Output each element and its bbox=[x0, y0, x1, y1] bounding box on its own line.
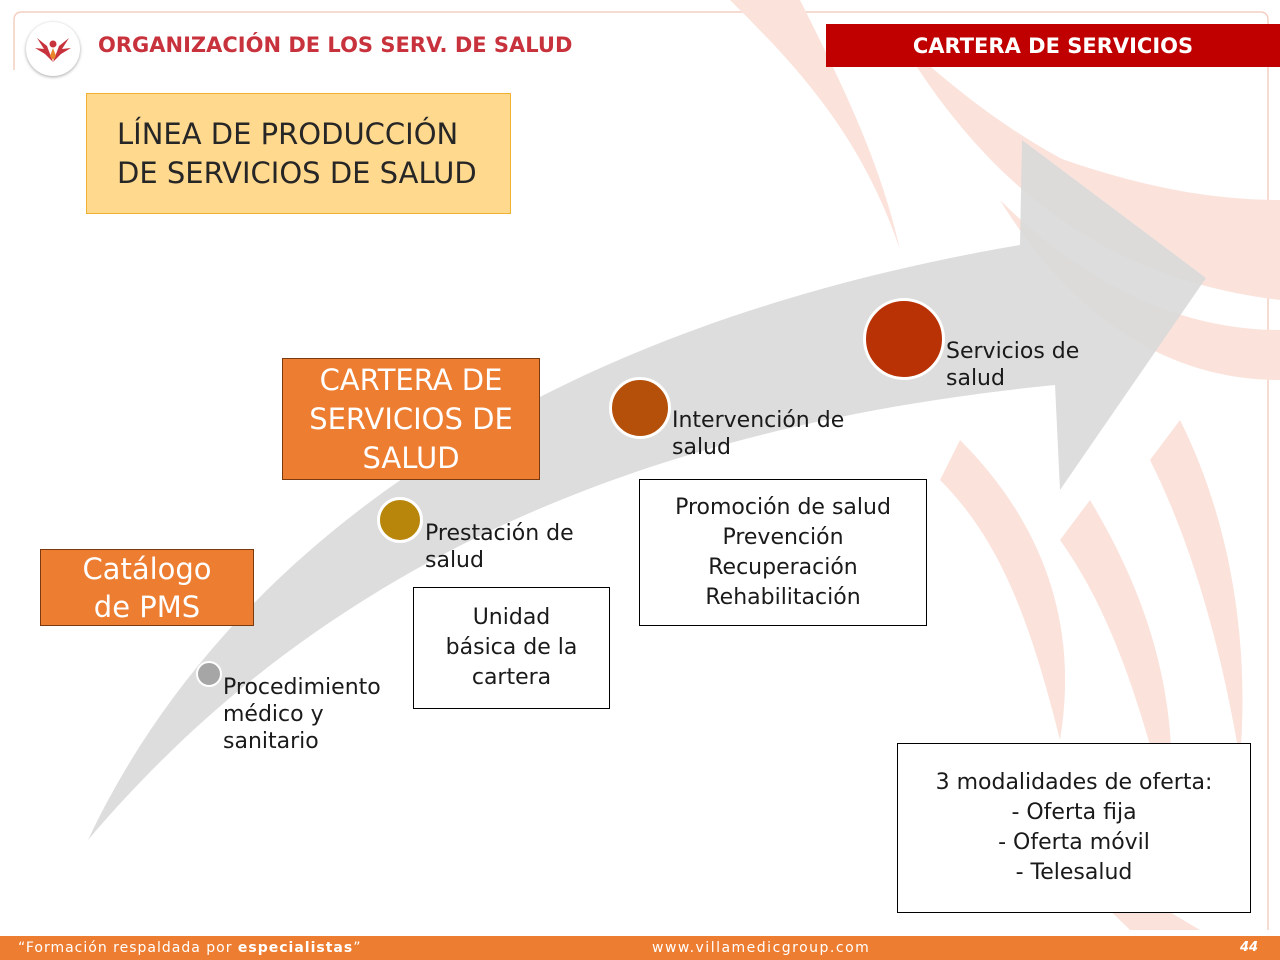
step-label-procedimiento: Procedimiento médico y sanitario bbox=[223, 674, 413, 755]
cartera-line-1: CARTERA DE bbox=[319, 362, 503, 397]
logo bbox=[26, 22, 80, 76]
footer-slogan: “Formación respaldada por especialistas” bbox=[18, 940, 361, 956]
modal-line-2: - Oferta fija bbox=[1011, 800, 1137, 825]
modal-line-1: 3 modalidades de oferta: bbox=[935, 770, 1213, 795]
step-1-line-2: médico y bbox=[223, 702, 324, 727]
promo-line-3: Recuperación bbox=[708, 554, 858, 580]
step-1-line-3: sanitario bbox=[223, 729, 319, 754]
step-3-line-1: Intervención de bbox=[672, 408, 845, 433]
intervention-types-box: Promoción de salud Prevención Recuperaci… bbox=[639, 479, 927, 626]
promo-line-2: Prevención bbox=[722, 524, 844, 550]
phoenix-logo-icon bbox=[35, 38, 71, 62]
step-2-line-2: salud bbox=[425, 548, 484, 573]
catalogo-pms-box: Catálogo de PMS bbox=[40, 549, 254, 626]
step-dot-prestacion bbox=[377, 497, 423, 543]
cartera-line-3: SALUD bbox=[362, 440, 460, 475]
step-dot-procedimiento bbox=[196, 661, 222, 687]
promo-line-4: Rehabilitación bbox=[705, 584, 861, 610]
title-line-1: LÍNEA DE PRODUCCIÓN bbox=[117, 116, 459, 151]
offer-modalities-box: 3 modalidades de oferta: - Oferta fija -… bbox=[897, 743, 1251, 913]
footer-bar bbox=[0, 936, 1280, 960]
topic-badge: CARTERA DE SERVICIOS bbox=[826, 24, 1280, 67]
catalogo-line-2: de PMS bbox=[93, 589, 201, 624]
step-4-line-1: Servicios de bbox=[946, 339, 1080, 364]
step-label-servicios: Servicios de salud bbox=[946, 338, 1116, 392]
footer-website-link[interactable]: www.villamedicgroup.com bbox=[652, 940, 871, 956]
cartera-line-2: SERVICIOS DE bbox=[309, 401, 513, 436]
unidad-line-1: Unidad bbox=[472, 605, 551, 630]
step-1-line-1: Procedimiento bbox=[223, 675, 381, 700]
unidad-basica-box: Unidad básica de la cartera bbox=[413, 587, 610, 709]
promo-line-1: Promoción de salud bbox=[675, 494, 891, 520]
production-line-title-box: LÍNEA DE PRODUCCIÓN DE SERVICIOS DE SALU… bbox=[86, 93, 511, 214]
frame-line bbox=[13, 11, 1269, 930]
unidad-line-2: básica de la bbox=[445, 635, 578, 660]
cartera-servicios-box: CARTERA DE SERVICIOS DE SALUD bbox=[282, 358, 540, 480]
slogan-suffix: ” bbox=[353, 940, 362, 956]
step-2-line-1: Prestación de bbox=[425, 521, 574, 546]
page-number: 44 bbox=[1240, 940, 1259, 955]
title-line-2: DE SERVICIOS DE SALUD bbox=[117, 155, 477, 190]
step-3-line-2: salud bbox=[672, 435, 731, 460]
catalogo-line-1: Catálogo bbox=[82, 551, 212, 586]
step-4-line-2: salud bbox=[946, 366, 1005, 391]
step-label-intervencion: Intervención de salud bbox=[672, 407, 892, 461]
modal-line-3: - Oferta móvil bbox=[998, 830, 1150, 855]
step-dot-intervencion bbox=[609, 377, 671, 439]
slogan-prefix: “Formación respaldada por bbox=[18, 940, 238, 956]
step-label-prestacion: Prestación de salud bbox=[425, 520, 615, 574]
unidad-line-3: cartera bbox=[471, 665, 552, 690]
slogan-bold: especialistas bbox=[237, 940, 354, 956]
modal-line-4: - Telesalud bbox=[1015, 860, 1133, 885]
section-title: ORGANIZACIÓN DE LOS SERV. DE SALUD bbox=[98, 33, 573, 57]
step-dot-servicios bbox=[863, 298, 945, 380]
